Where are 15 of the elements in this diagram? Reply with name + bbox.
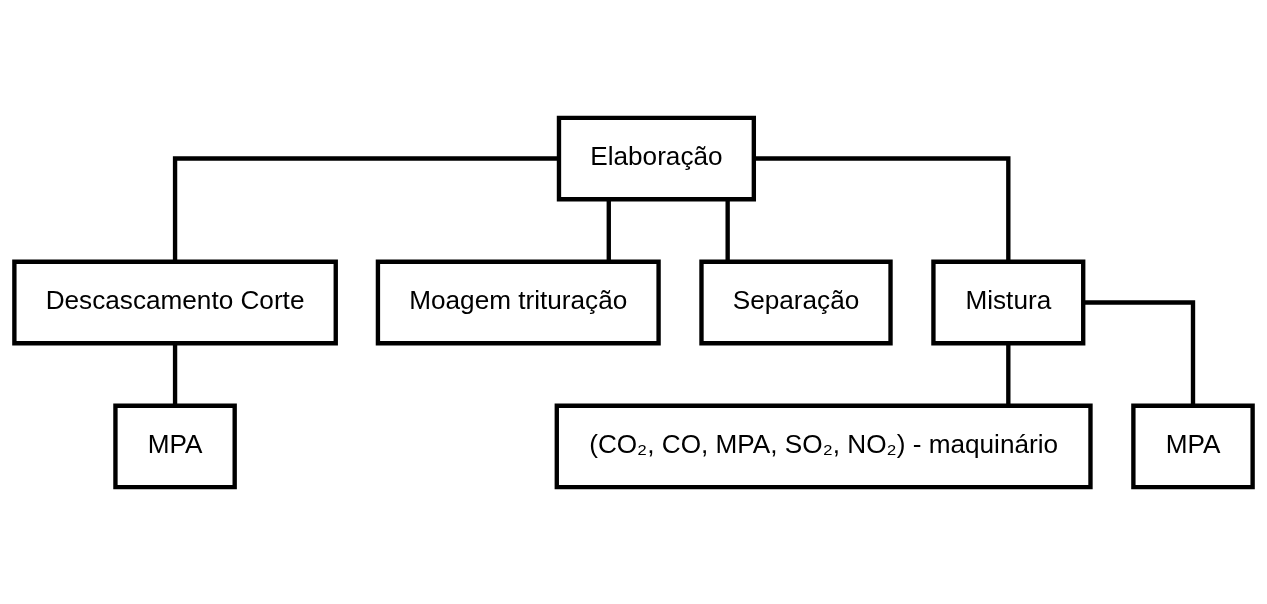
node-box: MPA [1131, 403, 1255, 489]
connector [725, 198, 730, 262]
node-box: Mistura [931, 259, 1086, 345]
node-box: Elaboração [556, 115, 756, 201]
node-box: Moagem trituração [375, 259, 661, 345]
connector [606, 198, 611, 262]
connector [172, 342, 178, 405]
connector [1006, 342, 1011, 405]
connector [172, 155, 559, 262]
node-box: Descascamento Corte [12, 259, 338, 345]
node-box: MPA [113, 403, 237, 489]
node-box: (CO₂, CO, MPA, SO₂, NO₂) - maquinário [554, 403, 1093, 489]
node-box: Separação [699, 259, 893, 345]
connector [753, 155, 1011, 262]
connector [1083, 299, 1196, 406]
